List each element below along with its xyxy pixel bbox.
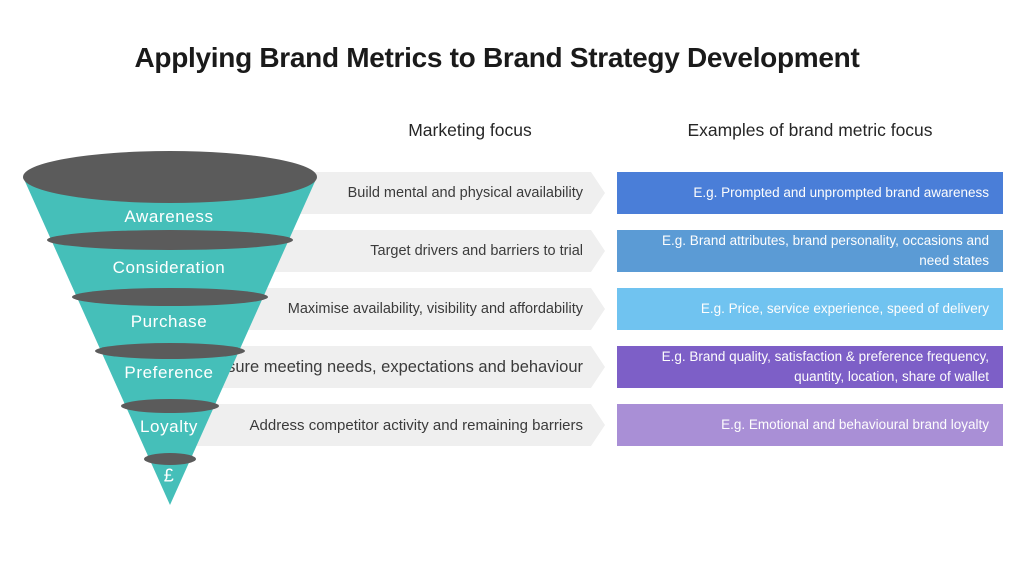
metric-example-bar-purchase: E.g. Price, service experience, speed of… [617, 288, 1003, 330]
funnel-stage-preference: Preference [124, 363, 214, 382]
funnel-stage-awareness: Awareness [124, 207, 214, 226]
metric-example-bar-awareness: E.g. Prompted and unprompted brand aware… [617, 172, 1003, 214]
marketing-focus-bar-preference: Ensure meeting needs, expectations and b… [195, 346, 605, 388]
metric-example-text: E.g. Brand quality, satisfaction & prefe… [661, 348, 989, 384]
marketing-focus-text: Ensure meeting needs, expectations and b… [206, 357, 583, 376]
column-header-marketing-focus: Marketing focus [408, 120, 532, 140]
metric-example-text: E.g. Emotional and behavioural brand loy… [721, 416, 989, 432]
column-header-metric-examples: Examples of brand metric focus [687, 120, 933, 140]
metric-example-bar-preference: E.g. Brand quality, satisfaction & prefe… [617, 346, 1003, 388]
metric-example-text: E.g. Prompted and unprompted brand aware… [693, 184, 989, 200]
funnel-stage-consideration: Consideration [112, 258, 226, 277]
metric-example-text: E.g. Brand attributes, brand personality… [662, 232, 989, 268]
funnel-stage-revenue: £ [163, 465, 175, 486]
marketing-focus-bar-loyalty: Address competitor activity and remainin… [195, 404, 605, 446]
funnel-stage-purchase: Purchase [130, 312, 208, 331]
funnel-stage-loyalty: Loyalty [139, 417, 199, 436]
metric-example-text: E.g. Price, service experience, speed of… [700, 300, 989, 316]
marketing-focus-bar-consideration: Target drivers and barriers to trial [195, 230, 605, 272]
page-title: Applying Brand Metrics to Brand Strategy… [134, 42, 860, 73]
metric-example-bar-loyalty: E.g. Emotional and behavioural brand loy… [617, 404, 1003, 446]
metric-example-bar-consideration: E.g. Brand attributes, brand personality… [617, 230, 1003, 272]
marketing-focus-text: Maximise availability, visibility and af… [287, 301, 583, 317]
funnel-rim-revenue [144, 453, 196, 465]
marketing-focus-text: Address competitor activity and remainin… [249, 416, 583, 434]
marketing-focus-bar-awareness: Build mental and physical availability [195, 172, 605, 214]
marketing-focus-bar-purchase: Maximise availability, visibility and af… [195, 288, 605, 330]
marketing-focus-text: Target drivers and barriers to trial [370, 243, 583, 259]
marketing-focus-text: Build mental and physical availability [347, 185, 583, 201]
